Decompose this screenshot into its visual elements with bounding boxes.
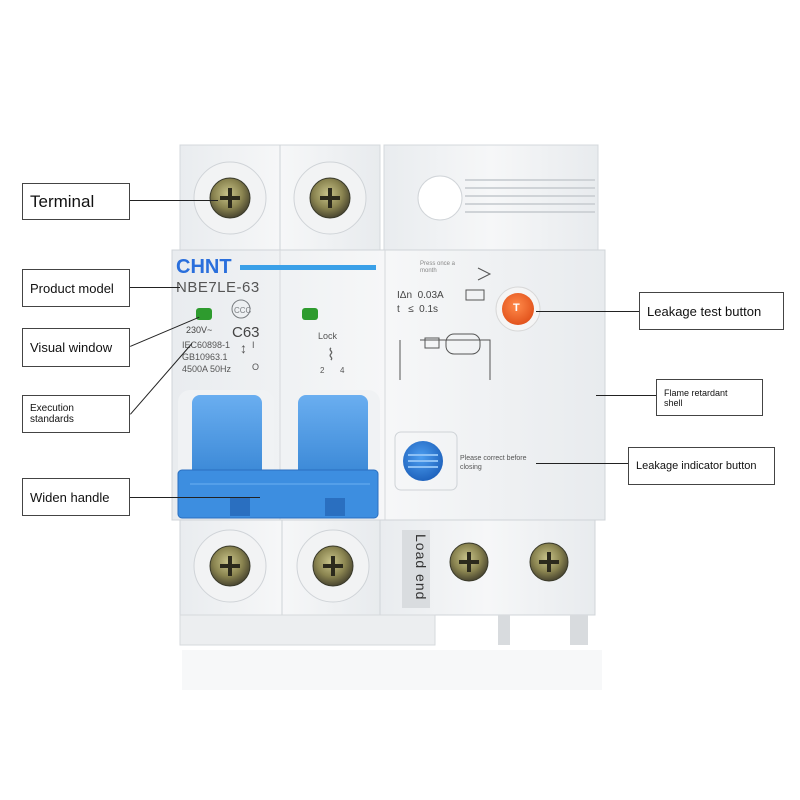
standard-label-2: GB10963.1: [182, 352, 228, 362]
callout-execution-standards-line1: Execution: [30, 403, 74, 414]
callout-flame-retardant-line1: Flame retardant: [664, 387, 728, 398]
callout-flame-retardant-line2: shell: [664, 397, 683, 408]
callout-product-model: Product model: [22, 269, 130, 307]
standard-label-1: IEC60898-1: [182, 340, 231, 350]
callout-flame-retardant-shell: Flame retardant shell: [656, 379, 763, 416]
callout-widen-handle-label: Widen handle: [30, 489, 110, 505]
leader-flame-retardant-shell: [596, 395, 656, 396]
leader-leakage-indicator-button: [536, 463, 628, 464]
lock-symbol-icon: ⌇: [327, 347, 335, 364]
leakage-test-button: [502, 293, 534, 325]
leader-widen-handle: [130, 497, 260, 498]
voltage-label: 230V~: [186, 325, 213, 335]
up-down-arrow-icon: ↕: [240, 340, 247, 356]
on-mark: I: [252, 340, 255, 350]
leader-product-model: [130, 287, 180, 288]
svg-text:CCC: CCC: [234, 306, 252, 315]
widen-handle-bar: [177, 469, 379, 519]
test-note-1: Press once a: [420, 261, 456, 267]
lock-position-right: 4: [340, 366, 345, 375]
callout-terminal: Terminal: [22, 183, 130, 220]
off-mark: O: [252, 362, 260, 372]
callout-terminal-label: Terminal: [30, 191, 95, 211]
leader-leakage-test-button: [536, 311, 639, 312]
load-end-label: Load end: [413, 534, 429, 601]
callout-leakage-indicator-button: Leakage indicator button: [628, 447, 775, 485]
callout-execution-standards-line2: standards: [30, 414, 74, 425]
callout-product-model-label: Product model: [30, 280, 114, 296]
indicator-note-1: Please correct before: [460, 455, 527, 462]
breaking-capacity-label: 4500A 50Hz: [182, 364, 232, 374]
callout-leakage-test-button-label: Leakage test button: [647, 303, 762, 319]
test-note-2: month: [420, 268, 437, 274]
model-label: NBE7LE-63: [176, 279, 260, 296]
callout-visual-window-label: Visual window: [30, 340, 113, 355]
leader-terminal: [130, 200, 218, 201]
indicator-note-2: closing: [460, 464, 482, 471]
rated-residual-current: IΔn 0.03A: [397, 290, 444, 301]
visual-window-right: [302, 308, 318, 320]
callout-leakage-indicator-button-label: Leakage indicator button: [636, 460, 757, 472]
visual-window-left: [196, 308, 212, 320]
callout-leakage-test-button: Leakage test button: [639, 292, 784, 330]
callout-visual-window: Visual window: [22, 328, 130, 367]
trip-time: t ≤ 0.1s: [397, 304, 439, 315]
svg-text:CHNT: CHNT: [176, 256, 232, 278]
callout-widen-handle: Widen handle: [22, 478, 130, 516]
lock-position-left: 2: [320, 366, 325, 375]
test-button-letter: T: [513, 302, 520, 314]
rating-label: C63: [232, 324, 260, 341]
lock-label: Lock: [318, 331, 338, 341]
callout-execution-standards: Execution standards: [22, 395, 130, 433]
